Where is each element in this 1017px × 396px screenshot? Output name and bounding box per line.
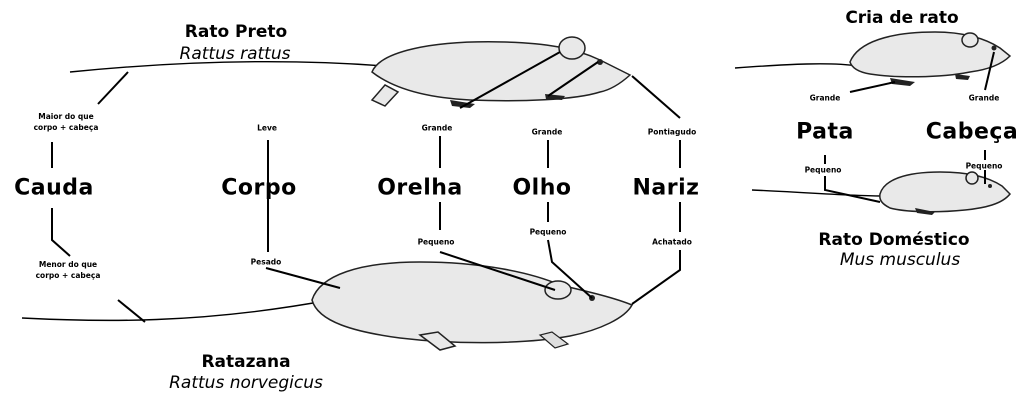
norway-rat-body — [312, 262, 632, 343]
roof-rat-scientific-name: Rattus rattus — [180, 44, 291, 64]
baby-rat-body — [850, 32, 1010, 77]
house-mouse-eye — [988, 184, 992, 188]
tail-feature-label: Cauda — [14, 176, 94, 201]
ear-feature-label: Orelha — [377, 176, 463, 201]
eye-bottom-descriptor: Pequeno — [530, 227, 567, 238]
head-feature-label: Cabeça — [926, 120, 1017, 145]
ear-bottom-descriptor: Pequeno — [418, 237, 455, 248]
body-bottom-descriptor: Pesado — [251, 257, 282, 268]
nose-bottom-descriptor: Achatado — [652, 237, 692, 248]
eye-feature-label: Olho — [512, 176, 571, 201]
norway-rat-ear — [545, 281, 571, 299]
foot-feature-label: Pata — [796, 120, 854, 145]
baby-rat-eye — [992, 46, 997, 51]
roof-rat-leg — [372, 85, 398, 106]
tail-top-descriptor: Maior do que corpo + cabeça — [34, 111, 99, 133]
norway-rat-name: Ratazana — [201, 352, 290, 372]
head-top-descriptor: Grande — [969, 93, 1000, 104]
norway-rat-tail — [22, 300, 330, 320]
house-mouse-illustration — [752, 172, 1010, 215]
foot-bottom-descriptor: Pequeno — [805, 165, 842, 176]
baby-rat-title: Cria de rato — [845, 8, 958, 28]
nose-feature-label: Nariz — [633, 176, 700, 201]
roof-rat-ear — [559, 37, 585, 59]
baby-rat-tail — [735, 64, 858, 68]
tail-bottom-descriptor: Menor do que corpo + cabeça — [36, 259, 101, 281]
body-top-descriptor: Leve — [257, 123, 277, 134]
house-mouse-ear — [966, 172, 978, 184]
house-mouse-scientific-name: Mus musculus — [840, 250, 960, 270]
house-mouse-tail — [752, 190, 885, 196]
baby-rat-illustration — [735, 32, 1010, 86]
house-mouse-body — [880, 172, 1010, 212]
norway-rat-illustration — [22, 262, 632, 350]
roof-rat-illustration — [70, 37, 630, 108]
roof-rat-body — [372, 42, 630, 101]
ear-top-descriptor: Grande — [422, 123, 453, 134]
body-feature-label: Corpo — [221, 176, 296, 201]
foot-top-descriptor: Grande — [810, 93, 841, 104]
norway-rat-scientific-name: Rattus norvegicus — [169, 373, 323, 393]
baby-rat-foot-back — [955, 74, 970, 80]
head-bottom-descriptor: Pequeno — [966, 161, 1003, 172]
eye-top-descriptor: Grande — [532, 127, 563, 138]
roof-rat-name: Rato Preto — [185, 22, 287, 42]
nose-top-descriptor: Pontiagudo — [648, 127, 696, 138]
house-mouse-name: Rato Doméstico — [818, 230, 969, 250]
baby-rat-ear — [962, 33, 978, 47]
